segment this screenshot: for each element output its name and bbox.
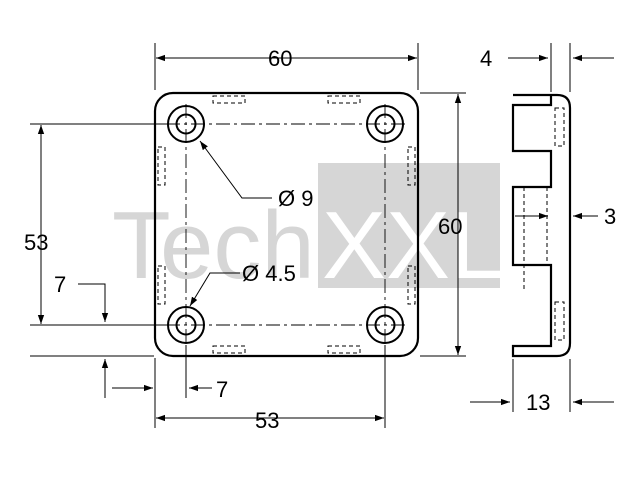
- dim-bottom-offset: 7: [216, 377, 228, 402]
- front-view: [153, 91, 420, 358]
- dim-side-top: 4: [480, 46, 492, 71]
- side-profile: [511, 93, 572, 358]
- dim-side-bottom: 13: [526, 390, 550, 415]
- side-hidden-lines: [523, 107, 565, 341]
- dim-bottom-width: 53: [255, 408, 279, 433]
- dimension-labels: 60 60 53 53 7 7 Ø 9 Ø 4.5 4 3 13: [24, 46, 616, 433]
- watermark-logo: Tech XXL: [112, 163, 503, 299]
- hidden-slots: [157, 95, 416, 354]
- dim-hole-small: Ø 4.5: [242, 261, 296, 286]
- watermark-box: [318, 163, 500, 288]
- dimension-lines: [30, 43, 466, 428]
- side-dimension-lines: [470, 43, 614, 412]
- mounting-hole-bottom-right: [366, 306, 404, 344]
- leader-hole-large: [199, 140, 272, 199]
- dim-side-right: 3: [604, 204, 616, 229]
- dim-left-height: 53: [24, 230, 48, 255]
- plate-outline: [153, 91, 420, 358]
- watermark-tech: Tech: [112, 192, 315, 299]
- side-view: [511, 93, 572, 358]
- mounting-hole-top-right: [366, 105, 404, 143]
- dim-top-width: 60: [268, 46, 292, 71]
- dim-left-offset: 7: [54, 272, 66, 297]
- dim-hole-large: Ø 9: [278, 186, 313, 211]
- dim-right-height: 60: [438, 214, 462, 239]
- leader-hole-small: [189, 272, 240, 307]
- watermark-xxl: XXL: [322, 192, 503, 299]
